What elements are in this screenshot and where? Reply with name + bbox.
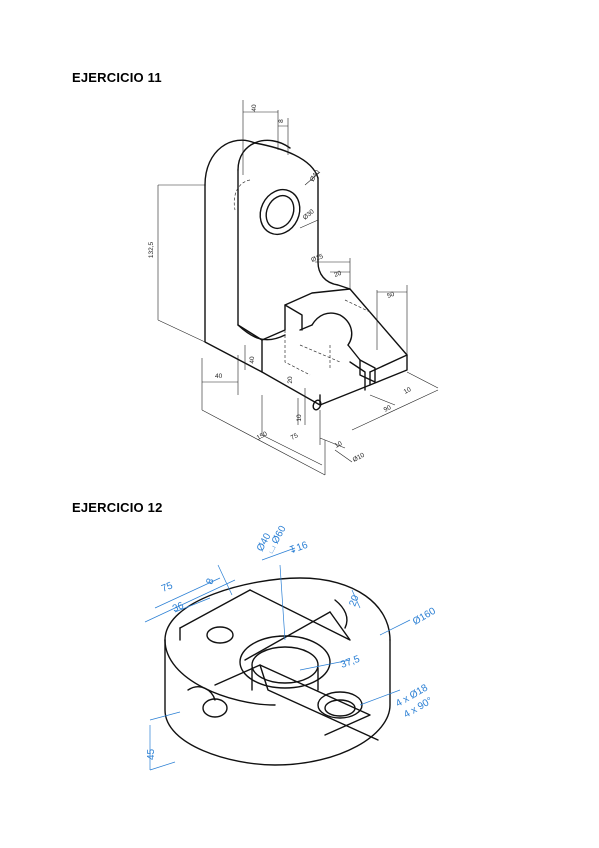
exercise-12-heading: EJERCICIO 12 [72, 500, 163, 515]
dim-11-dia15: Ø15 [310, 253, 324, 264]
dim-11-132-5: 132,5 [148, 241, 155, 258]
dim-12-dia160: Ø160 [411, 606, 438, 628]
dim-11-20-inner: 20 [287, 376, 294, 384]
dim-11-8: 8 [278, 119, 285, 123]
dim-11-10-inner: 10 [296, 414, 303, 422]
exercise-12-drawing: Ø40 ⌴ Ø60 ↧16 75 8 36 20 Ø160 37,5 4 x Ø… [144, 524, 438, 771]
dim-11-10-right: 10 [403, 386, 413, 396]
dim-11-150: 150 [256, 430, 269, 441]
dim-12-37-5: 37,5 [339, 654, 361, 671]
dim-12-75: 75 [160, 580, 175, 595]
dim-12-36: 36 [171, 600, 186, 615]
dim-12-8: 8 [204, 577, 216, 586]
dim-11-40-side: 40 [249, 356, 256, 364]
dim-11-40-left: 40 [215, 373, 223, 380]
dim-11-75: 75 [290, 432, 300, 442]
exercise-11-heading: EJERCICIO 11 [72, 70, 162, 85]
dim-12-depth: ↧16 [287, 540, 310, 557]
exercise-11-drawing: 40 8 Ø40 Ø30 132,5 Ø15 20 50 40 40 20 10… [148, 100, 439, 476]
dim-11-20: 20 [333, 270, 343, 279]
dim-11-90: 90 [383, 404, 393, 414]
dim-12-45: 45 [146, 748, 157, 760]
dim-11-40-top: 40 [251, 104, 258, 112]
dim-11-dia40: Ø40 [309, 169, 322, 183]
dim-11-50: 50 [386, 291, 396, 300]
dim-12-20: 20 [347, 593, 361, 608]
dim-11-10-bottom: 10 [334, 440, 344, 450]
dim-11-dia10: Ø10 [352, 452, 366, 464]
dim-11-dia30: Ø30 [302, 208, 316, 222]
